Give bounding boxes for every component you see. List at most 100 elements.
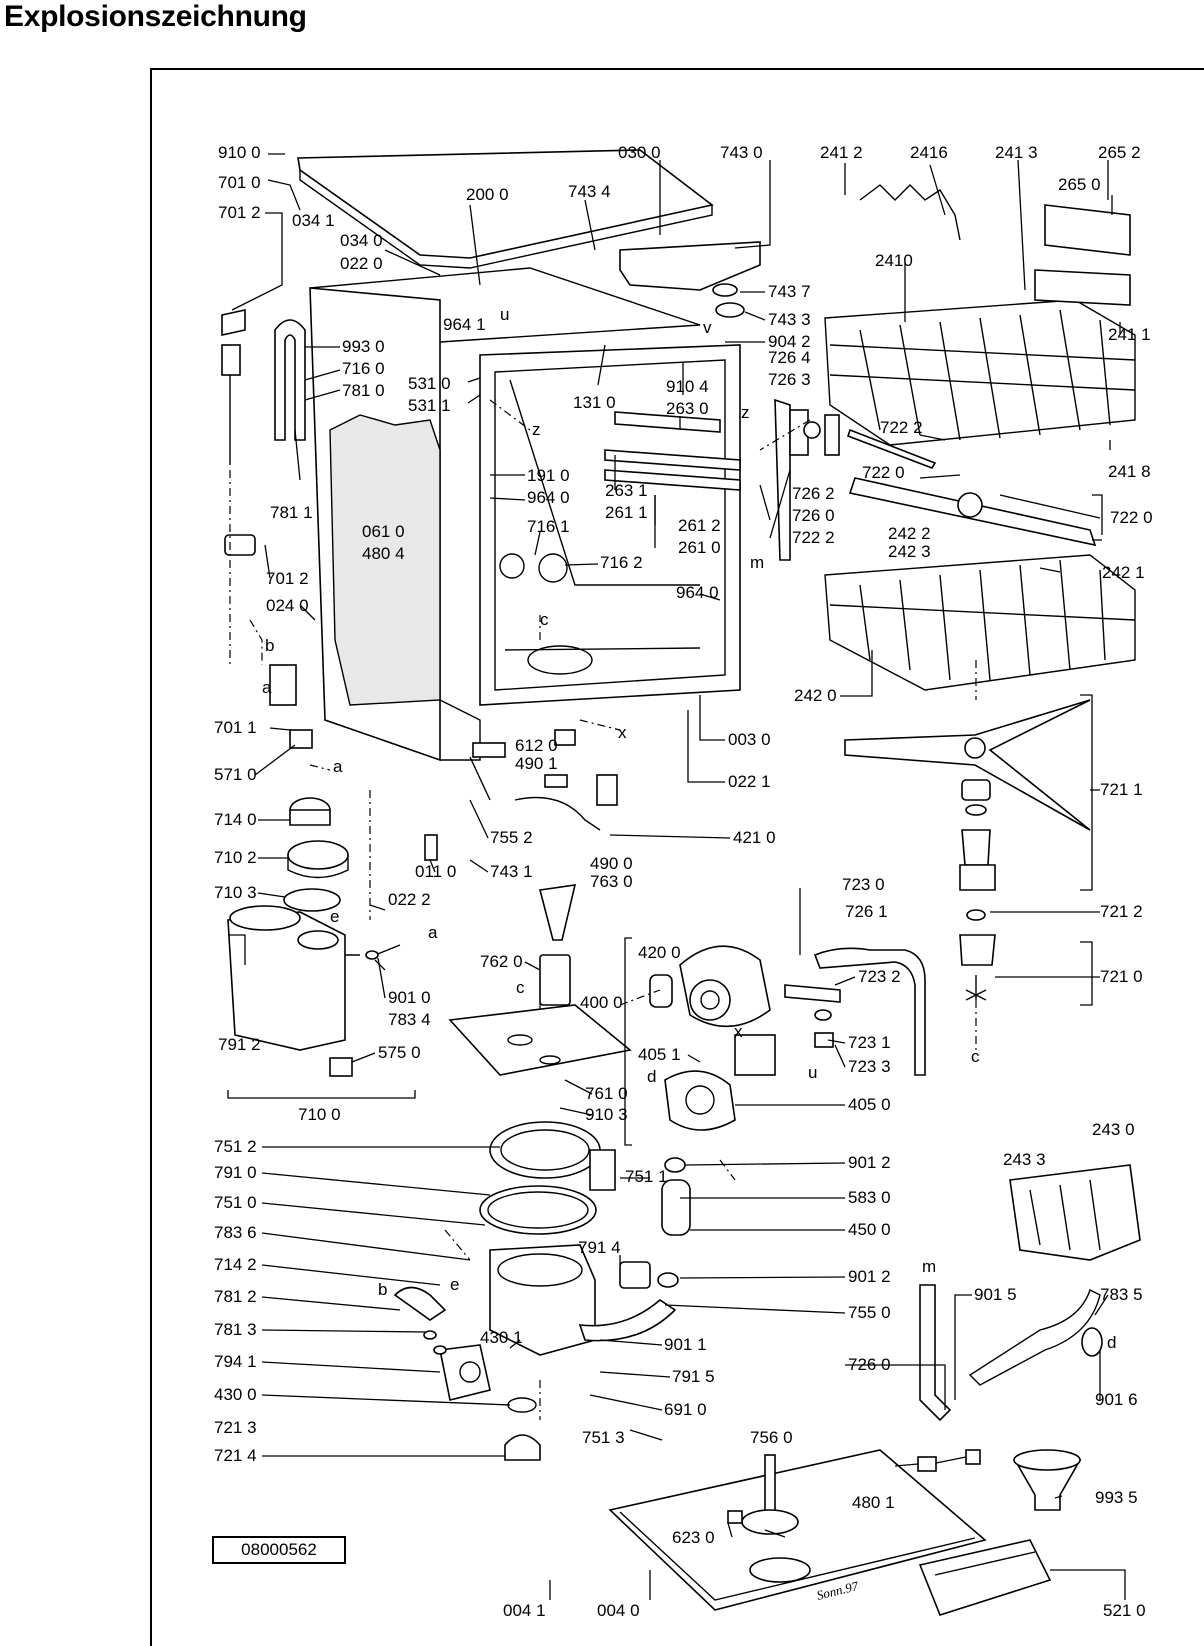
lower-basket	[824, 554, 1136, 691]
label-716-2: 716 2	[600, 553, 643, 572]
label-721-3: 721 3	[214, 1418, 257, 1437]
label-791-5: 791 5	[672, 1367, 715, 1386]
label-794-1: 794 1	[214, 1352, 257, 1371]
label-964-0-upper: 964 0	[527, 488, 570, 507]
label-243-3: 243 3	[1003, 1150, 1046, 1169]
label-901-2-upper: 901 2	[848, 1153, 891, 1172]
letter-d: d	[1107, 1333, 1116, 1352]
label-762-0: 762 0	[480, 952, 523, 971]
label-743-0: 743 0	[720, 143, 763, 162]
label-710-3: 710 3	[214, 883, 257, 902]
label-421-0: 421 0	[733, 828, 776, 847]
label-265-0: 265 0	[1058, 175, 1101, 194]
tub-frame	[479, 344, 741, 706]
letter-a: a	[428, 923, 438, 942]
label-716-1: 716 1	[527, 517, 570, 536]
label-726-3: 726 3	[768, 370, 811, 389]
label-783-6: 783 6	[214, 1223, 257, 1242]
label-241-3: 241 3	[995, 143, 1038, 162]
label-751-2: 751 2	[214, 1137, 257, 1156]
label-791-4: 791 4	[578, 1238, 621, 1257]
letter-b: b	[265, 636, 274, 655]
label-755-0: 755 0	[848, 1303, 891, 1322]
label-723-3: 723 3	[848, 1057, 891, 1076]
letter-z: z	[532, 420, 541, 439]
label-743-4: 743 4	[568, 182, 611, 201]
label-781-3: 781 3	[214, 1320, 257, 1339]
label-430-1: 430 1	[480, 1328, 523, 1347]
label-480-1: 480 1	[852, 1493, 895, 1512]
label-726-2: 726 2	[792, 484, 835, 503]
label-480-4: 480 4	[362, 544, 405, 563]
label-701-1: 701 1	[214, 718, 257, 737]
label-263-1: 263 1	[605, 481, 648, 500]
insulation-panel	[329, 414, 441, 706]
parts-artwork	[221, 149, 1141, 1616]
label-242-1: 242 1	[1102, 563, 1145, 582]
label-261-2: 261 2	[678, 516, 721, 535]
document-number: 08000562	[212, 1536, 346, 1564]
label-781-2: 781 2	[214, 1287, 257, 1306]
label-722-2-upper: 722 2	[880, 418, 923, 437]
letter-c: c	[516, 978, 525, 997]
label-242-0: 242 0	[794, 686, 837, 705]
label-263-0: 263 0	[666, 399, 709, 418]
label-022-1: 022 1	[728, 772, 771, 791]
label-450-0: 450 0	[848, 1220, 891, 1239]
label-901-2-lower: 901 2	[848, 1267, 891, 1286]
label-710-0: 710 0	[298, 1105, 341, 1124]
label-400-0: 400 0	[580, 993, 623, 1012]
label-993-0: 993 0	[342, 337, 385, 356]
label-783-4: 783 4	[388, 1010, 431, 1029]
sump-filter-plate	[448, 1004, 632, 1076]
label-623-0: 623 0	[672, 1528, 715, 1547]
label-531-1: 531 1	[408, 396, 451, 415]
label-241-2: 241 2	[820, 143, 863, 162]
label-710-2: 710 2	[214, 848, 257, 867]
label-901-1: 901 1	[664, 1335, 707, 1354]
label-781-0: 781 0	[342, 381, 385, 400]
label-242-2: 242 2	[888, 524, 931, 543]
letter-v: v	[703, 318, 712, 337]
letter-x: x	[618, 723, 627, 742]
label-723-0: 723 0	[842, 875, 885, 894]
label-721-1: 721 1	[1100, 780, 1143, 799]
diagram-frame	[150, 68, 1204, 1646]
label-521-0: 521 0	[1103, 1601, 1146, 1620]
label-701-2: 701 2	[218, 203, 261, 222]
label-723-1: 723 1	[848, 1033, 891, 1052]
label-242-3: 242 3	[888, 542, 931, 561]
label-910-3: 910 3	[585, 1105, 628, 1124]
label-791-0: 791 0	[214, 1163, 257, 1182]
assembly-lines	[229, 399, 977, 1420]
label-901-6: 901 6	[1095, 1390, 1138, 1409]
label-430-0: 430 0	[214, 1385, 257, 1404]
letter-c: c	[971, 1047, 980, 1066]
label-781-1: 781 1	[270, 503, 313, 522]
cutlery-basket	[1009, 1164, 1141, 1261]
label-003-0: 003 0	[728, 730, 771, 749]
label-2410: 2410	[875, 251, 913, 270]
label-405-1: 405 1	[638, 1045, 681, 1064]
label-2416: 2416	[910, 143, 948, 162]
label-714-0: 714 0	[214, 810, 257, 829]
letter-m: m	[922, 1257, 936, 1276]
label-722-0-right: 722 0	[1110, 508, 1153, 527]
label-901-0: 901 0	[388, 988, 431, 1007]
label-964-0-lower: 964 0	[676, 583, 719, 602]
letter-a: a	[262, 678, 272, 697]
label-011-0: 011 0	[415, 862, 456, 881]
label-751-3: 751 3	[582, 1428, 625, 1447]
label-783-5: 783 5	[1100, 1285, 1143, 1304]
lower-spray-arm	[844, 699, 1091, 831]
label-531-0: 531 0	[408, 374, 451, 393]
drain-pump	[439, 1344, 491, 1401]
label-755-2: 755 2	[490, 828, 533, 847]
label-061-0: 061 0	[362, 522, 405, 541]
label-763-0: 763 0	[590, 872, 633, 891]
part-labels: 910 0 701 0 701 2 034 1 030 0 200 0 743 …	[214, 143, 1153, 1620]
label-571-0: 571 0	[214, 765, 257, 784]
label-701-0: 701 0	[218, 173, 261, 192]
label-726-1: 726 1	[845, 902, 888, 921]
